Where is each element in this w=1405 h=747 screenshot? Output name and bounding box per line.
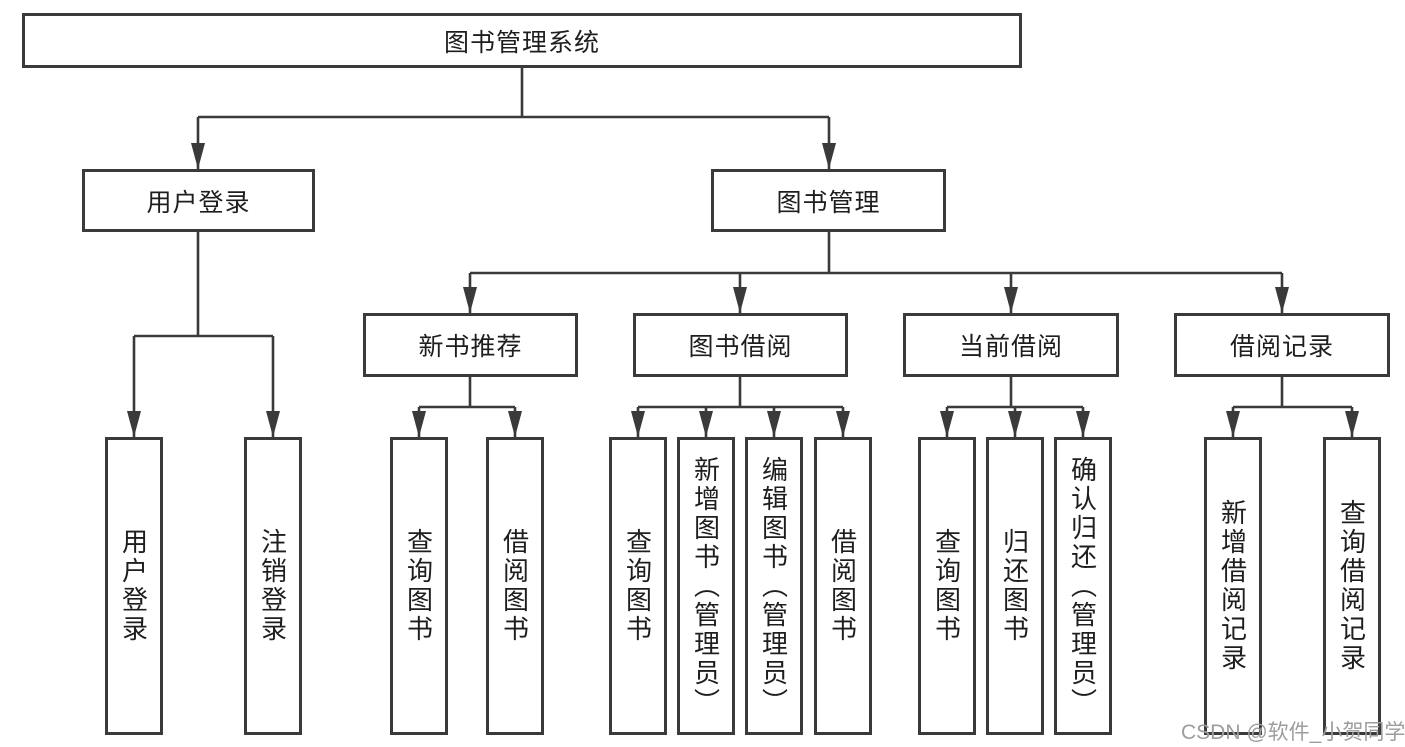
- arrow-down-icon: [822, 143, 836, 169]
- node-label: 用户登录: [146, 188, 251, 217]
- arrowheads: [127, 143, 1359, 437]
- arrow-down-icon: [266, 411, 280, 437]
- arrow-down-icon: [1275, 287, 1289, 313]
- arrow-down-icon: [1076, 411, 1090, 437]
- node-library-system: 图书管理系统: [22, 13, 1022, 68]
- leaf-logout: 注销登录: [244, 437, 302, 735]
- leaf-add-book-admin: 新增图书（管理员）: [677, 437, 735, 735]
- arrow-down-icon: [508, 411, 522, 437]
- node-label: 图书借阅: [688, 333, 793, 361]
- arrow-down-icon: [1008, 411, 1022, 437]
- leaf-label: 编辑图书（管理员）: [758, 455, 789, 717]
- leaf-query-books-borrow: 查询图书: [609, 437, 667, 735]
- leaf-label: 注销登录: [257, 528, 288, 644]
- leaf-label: 查询图书: [931, 528, 962, 644]
- arrow-down-icon: [940, 411, 954, 437]
- arrow-down-icon: [699, 411, 713, 437]
- leaf-label: 借阅图书: [827, 528, 858, 644]
- arrow-down-icon: [191, 143, 205, 169]
- leaf-borrow-books-recommend: 借阅图书: [486, 437, 544, 735]
- leaf-query-books-current: 查询图书: [918, 437, 976, 735]
- arrow-down-icon: [733, 287, 747, 313]
- edge-user-login-to-leaves: [132, 232, 275, 437]
- leaf-label: 新增借阅记录: [1217, 499, 1248, 673]
- leaf-label: 确认归还（管理员）: [1067, 455, 1098, 717]
- leaf-add-borrow-record: 新增借阅记录: [1204, 437, 1262, 735]
- leaf-query-books-recommend: 查询图书: [390, 437, 448, 735]
- edge-book-mgmt-to-level3: [468, 232, 1284, 313]
- leaf-confirm-return-admin: 确认归还（管理员）: [1054, 437, 1112, 735]
- leaf-label: 查询图书: [403, 528, 434, 644]
- leaf-label: 查询图书: [622, 528, 653, 644]
- arrow-down-icon: [631, 411, 645, 437]
- edge-borrow-records-to-leaves: [1231, 377, 1354, 437]
- leaf-label: 查询借阅记录: [1336, 499, 1367, 673]
- leaf-user-login: 用户登录: [105, 437, 163, 735]
- arrow-down-icon: [463, 287, 477, 313]
- node-book-management: 图书管理: [711, 169, 946, 232]
- edge-root-to-level2: [196, 68, 831, 169]
- leaf-label: 借阅图书: [499, 528, 530, 644]
- leaf-edit-book-admin: 编辑图书（管理员）: [745, 437, 803, 735]
- arrow-down-icon: [836, 411, 850, 437]
- arrow-down-icon: [1345, 411, 1359, 437]
- node-borrowing-records: 借阅记录: [1174, 313, 1390, 377]
- node-new-book-recommendation: 新书推荐: [363, 313, 578, 377]
- edges: [132, 68, 1354, 437]
- node-label: 新书推荐: [418, 333, 523, 361]
- arrow-down-icon: [412, 411, 426, 437]
- edge-book-borrow-to-leaves: [636, 377, 845, 437]
- arrow-down-icon: [127, 411, 141, 437]
- leaf-label: 归还图书: [999, 528, 1030, 644]
- leaf-return-books: 归还图书: [986, 437, 1044, 735]
- arrow-down-icon: [1004, 287, 1018, 313]
- edge-new-book-to-leaves: [417, 377, 517, 437]
- arrow-down-icon: [767, 411, 781, 437]
- node-user-login: 用户登录: [82, 169, 315, 232]
- node-label: 借阅记录: [1229, 333, 1334, 361]
- leaf-label: 新增图书（管理员）: [690, 455, 721, 717]
- leaf-borrow-books-borrow: 借阅图书: [814, 437, 872, 735]
- node-label: 图书管理系统: [443, 28, 600, 57]
- node-label: 当前借阅: [958, 333, 1063, 361]
- node-label: 图书管理: [776, 188, 881, 217]
- node-current-borrowing: 当前借阅: [903, 313, 1119, 377]
- leaf-label: 用户登录: [118, 528, 149, 644]
- watermark: CSDN @软件_小贺同学: [1181, 721, 1405, 744]
- node-book-borrowing: 图书借阅: [633, 313, 848, 377]
- arrow-down-icon: [1226, 411, 1240, 437]
- leaf-query-borrow-record: 查询借阅记录: [1323, 437, 1381, 735]
